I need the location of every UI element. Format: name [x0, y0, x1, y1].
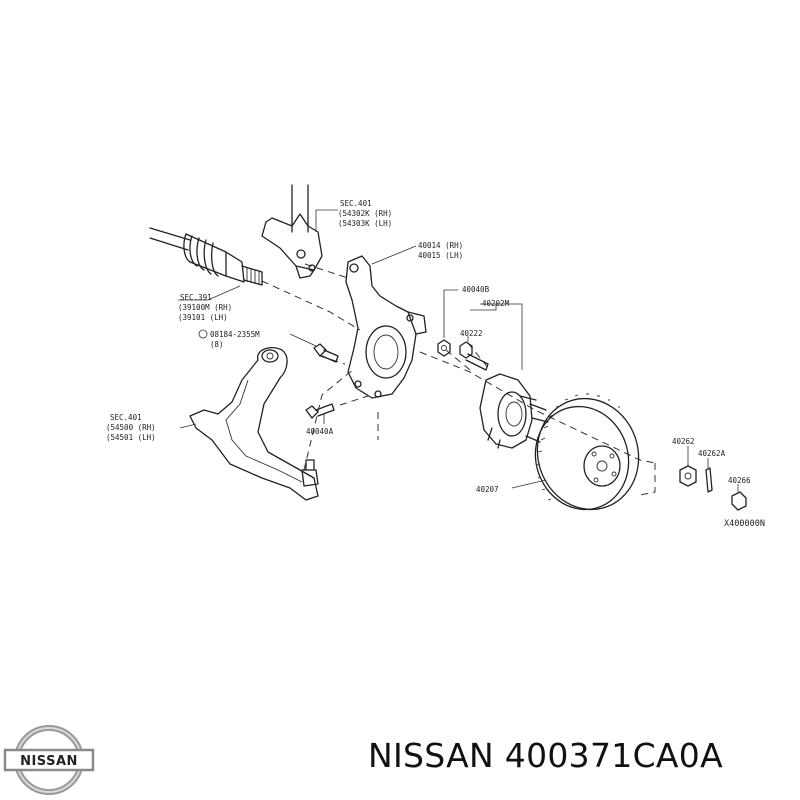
label-40266: 40266: [728, 476, 751, 485]
label-08184-qty: (8): [210, 340, 224, 349]
drive-shaft: [149, 227, 263, 286]
diagram-code: X400000N: [724, 519, 765, 529]
label-40202m: 40202M: [482, 299, 510, 308]
nissan-logo: NISSAN: [3, 725, 95, 795]
label-08184: 08184-2355M: [210, 330, 260, 339]
label-40015: 40015 (LH): [418, 251, 463, 260]
wheel-hub: [479, 373, 549, 449]
lower-control-arm: [189, 346, 319, 501]
label-sec401-arm: SEC.401: [110, 413, 142, 422]
label-sec401-top: SEC.401: [340, 199, 372, 208]
leader-lines: [178, 209, 739, 492]
label-40262a: 40262A: [698, 449, 726, 458]
label-40262: 40262: [672, 437, 695, 446]
part-number: 400371CA0A: [504, 736, 723, 775]
label-40207: 40207: [476, 485, 499, 494]
bolt-40222: [459, 341, 489, 371]
strut-bracket: [261, 184, 323, 279]
small-parts: [679, 465, 747, 511]
label-40222: 40222: [460, 329, 483, 338]
label-08184-marker: [198, 329, 208, 339]
part-number-caption: NISSAN 400371CA0A: [368, 736, 723, 775]
steering-knuckle: [345, 255, 427, 399]
callout-labels: SEC.401 (54302K (RH) (54303K (LH) 40014 …: [106, 199, 765, 529]
label-sec391: SEC.391: [180, 293, 212, 302]
assembly-axis-lines: [261, 263, 656, 496]
svg-text:NISSAN: NISSAN: [20, 754, 78, 769]
label-39100m: (39100M (RH): [178, 303, 232, 312]
bolts: [305, 343, 339, 419]
brand-name: NISSAN: [368, 736, 494, 775]
label-54303k: (54303K (LH): [338, 219, 392, 228]
label-40014: 40014 (RH): [418, 241, 463, 250]
label-54500: (54500 (RH): [106, 423, 156, 432]
label-40040b: 40040B: [462, 285, 490, 294]
label-40040a: 40040A: [306, 427, 334, 436]
brake-rotor: [534, 393, 640, 511]
label-54501: (54501 (LH): [106, 433, 156, 442]
label-54302k: (54302K (RH): [338, 209, 392, 218]
nut-40040b: [437, 339, 451, 357]
label-39101: (39101 (LH): [178, 313, 228, 322]
